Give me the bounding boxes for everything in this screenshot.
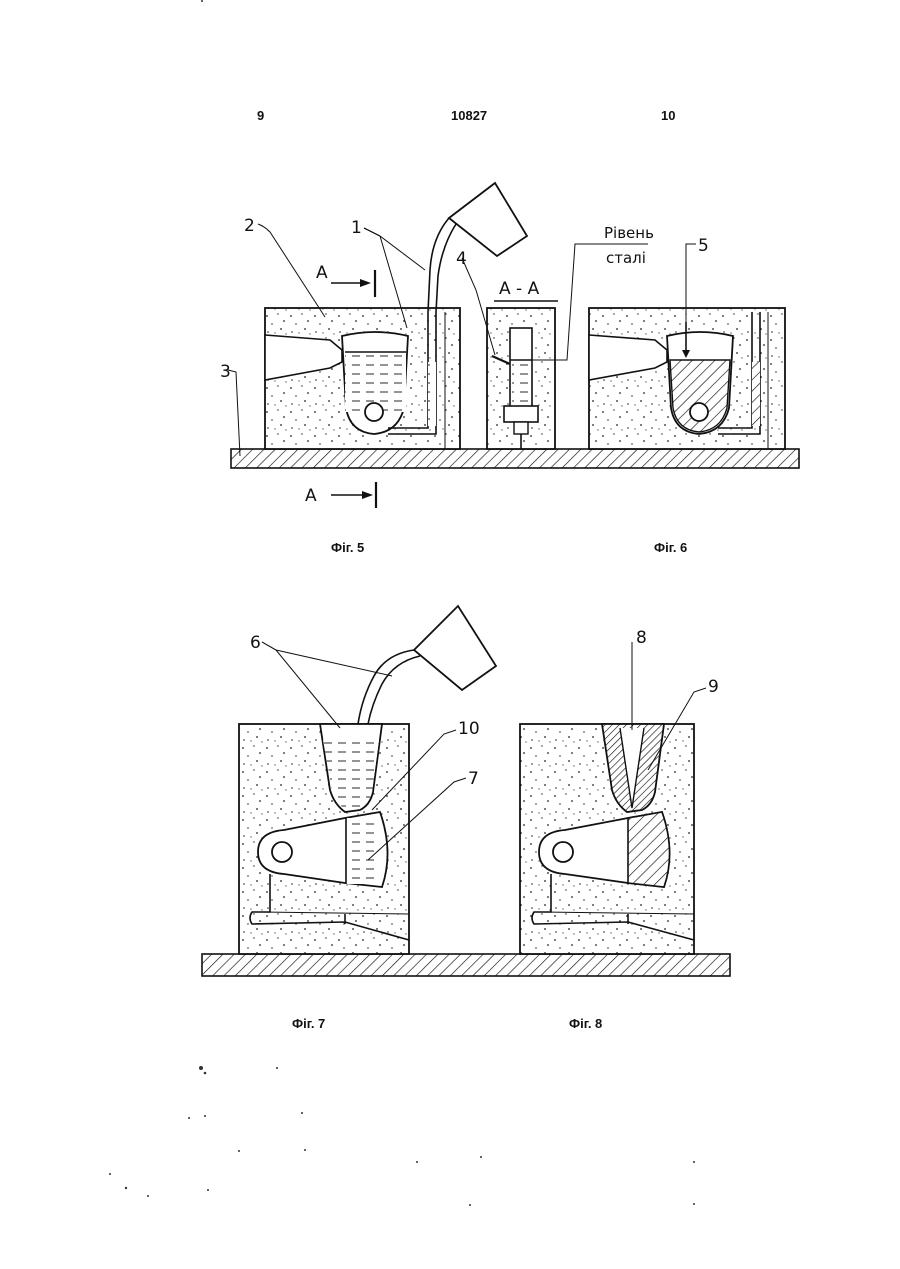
section-marker-a-top: A [316,263,328,283]
caption-fig5: Фіг. 5 [331,540,364,555]
label-6: 6 [250,633,261,653]
base-plate-bottom [202,954,730,976]
label-2: 2 [244,216,255,236]
fig6-mould [589,308,785,449]
label-9: 9 [708,677,719,697]
steel-level-label-line1: Рівень [604,224,654,242]
section-aa [487,308,555,449]
steel-level-label-line2: сталі [606,249,646,267]
section-marker-a-bottom: A [305,486,317,506]
label-10: 10 [458,719,480,739]
label-4: 4 [456,249,467,269]
fig7-mould [239,724,409,954]
fig8-mould [520,724,694,954]
label-5: 5 [698,236,709,256]
label-3: 3 [220,362,231,382]
fig7-pouring-ladle [358,606,496,724]
base-plate-top [231,449,799,468]
label-7: 7 [468,769,479,789]
caption-fig8: Фіг. 8 [569,1016,602,1031]
section-label-aa: A - A [499,279,540,299]
scan-specks [109,0,695,1206]
label-8: 8 [636,628,647,648]
label-1: 1 [351,218,362,238]
caption-fig7: Фіг. 7 [292,1016,325,1031]
fig5-mould [265,308,460,449]
caption-fig6: Фіг. 6 [654,540,687,555]
